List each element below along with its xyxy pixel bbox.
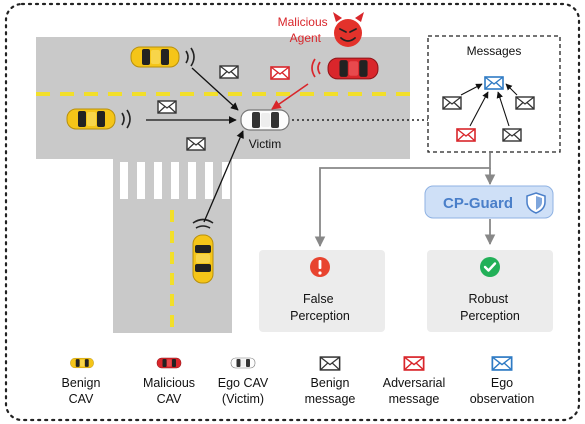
arrow-top-to-victim — [191, 67, 239, 111]
checkmark-icon — [480, 257, 500, 277]
road-scene: Victim Malicious Agent — [36, 12, 428, 333]
messages-box: Messages — [427, 35, 561, 153]
false-perception-line2: Perception — [290, 309, 350, 323]
messages-title: Messages — [467, 44, 522, 58]
malicious-cav — [327, 57, 379, 80]
victim-label: Victim — [249, 137, 281, 151]
arrow-malicious-to-victim — [271, 83, 309, 110]
shield-icon — [526, 192, 546, 214]
legend-ego-cav: Ego CAV(Victim) — [218, 357, 269, 406]
signal-icon-malicious — [311, 58, 321, 78]
benign-message-icon — [442, 96, 462, 110]
benign-cav-left — [66, 108, 116, 130]
benign-message-icon — [186, 137, 206, 151]
benign-message-icon — [157, 100, 177, 114]
signal-icon-top — [185, 47, 195, 67]
svg-text:Ego CAV(Victim): Ego CAV(Victim) — [218, 376, 269, 406]
ego-observation-icon — [484, 76, 504, 90]
exclamation-icon — [310, 257, 330, 277]
devil-icon — [333, 12, 364, 47]
adversarial-message-icon — [270, 66, 290, 80]
benign-cav-top — [130, 46, 180, 68]
robust-perception-line1: Robust — [468, 292, 508, 306]
signal-icon-left — [121, 109, 131, 129]
signal-icon-bottom — [192, 218, 214, 229]
adversarial-message-icon — [456, 128, 476, 142]
benign-message-icon — [515, 96, 535, 110]
benign-message-icon — [219, 65, 239, 79]
crosswalk — [120, 162, 230, 199]
false-perception-panel: False Perception — [259, 250, 385, 332]
malicious-agent-label: Malicious Agent — [278, 15, 331, 45]
false-perception-line1: False — [303, 292, 334, 306]
cp-guard-block: CP-Guard — [424, 185, 554, 219]
svg-text:False Perception: False Perception — [290, 292, 350, 323]
cp-guard-label: CP-Guard — [443, 195, 513, 212]
arrow-bottom-to-victim — [203, 130, 244, 223]
benign-message-icon — [502, 128, 522, 142]
ego-cav-victim — [240, 109, 290, 131]
robust-perception-panel: Robust Perception — [427, 250, 553, 332]
robust-perception-line2: Perception — [460, 309, 520, 323]
flow-arrows — [314, 153, 496, 248]
horizontal-road — [36, 37, 410, 159]
benign-cav-bottom — [192, 234, 214, 284]
svg-text:Robust Perception: Robust Perception — [460, 292, 520, 323]
